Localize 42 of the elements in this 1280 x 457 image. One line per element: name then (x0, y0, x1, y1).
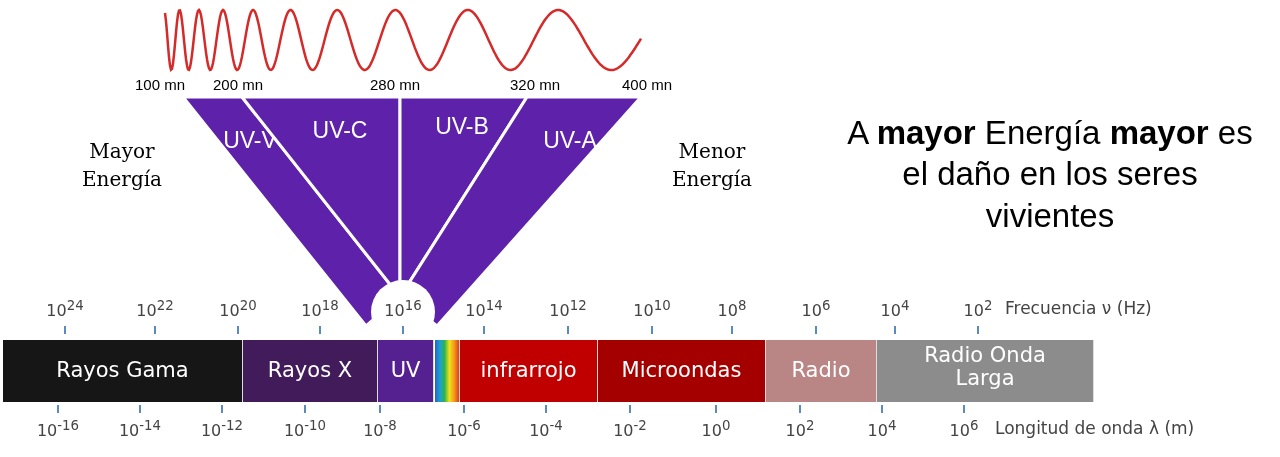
tick-label: 10$^{16}$ (384, 298, 422, 321)
tick-label: 10$^{6}$ (801, 298, 831, 321)
tick-label: 10$^{10}$ (633, 298, 671, 321)
tick-label: 10$^{-16}$ (36, 418, 80, 441)
axis-title: Frecuencia ν (Hz) (1005, 298, 1152, 318)
tick-label: 10$^{-12}$ (200, 418, 244, 441)
energy-note: Mayor Energía (82, 138, 162, 193)
tick-label: 10$^{0}$ (701, 418, 731, 441)
tick-label: 10$^{2}$ (785, 418, 815, 441)
axis-title: Longitud de onda λ (m) (995, 418, 1195, 438)
tick-label: 10$^{12}$ (549, 298, 587, 321)
tick-label: 10$^{24}$ (46, 298, 84, 321)
spectrum-band: Radio Onda Larga (877, 340, 1094, 402)
tick-label: 10$^{14}$ (465, 298, 503, 321)
energy-note: Menor Energía (672, 138, 752, 193)
spectrum-band: Rayos Gama (3, 340, 243, 402)
wavelength-label: 100 mn (135, 76, 186, 93)
spectrum-band: Rayos X (243, 340, 378, 402)
tick-label: 10$^{2}$ (963, 298, 993, 321)
spectrum-band: Microondas (598, 340, 766, 402)
visible-spectrum-bar (435, 340, 460, 402)
tick-label: 10$^{-14}$ (118, 418, 162, 441)
wavelength-label: 200 mn (213, 76, 264, 93)
spectrum-band: infrarrojo (460, 340, 598, 402)
tick-label: 10$^{8}$ (717, 298, 747, 321)
tick-label: 10$^{22}$ (136, 298, 174, 321)
spectrum-band: Radio (766, 340, 877, 402)
tick-label: 10$^{-6}$ (447, 418, 481, 441)
tick-label: 10$^{20}$ (219, 298, 257, 321)
tick-label: 10$^{18}$ (301, 298, 339, 321)
tick-label: 10$^{-10}$ (283, 418, 327, 441)
tick-label: 10$^{6}$ (949, 418, 979, 441)
wavelength-label: 400 mn (622, 76, 673, 93)
wavelength-label: 280 mn (370, 76, 421, 93)
tick-label: 10$^{4}$ (867, 418, 897, 441)
wavelength-label: 320 mn (510, 76, 561, 93)
spectrum-band: UV (378, 340, 434, 402)
tick-label: 10$^{-8}$ (363, 418, 397, 441)
tick-label: 10$^{-4}$ (529, 418, 563, 441)
tick-label: 10$^{-2}$ (613, 418, 647, 441)
tick-label: 10$^{4}$ (880, 298, 910, 321)
statement-text: A mayor Energía mayor es el daño en los seres vivientes (846, 113, 1254, 236)
